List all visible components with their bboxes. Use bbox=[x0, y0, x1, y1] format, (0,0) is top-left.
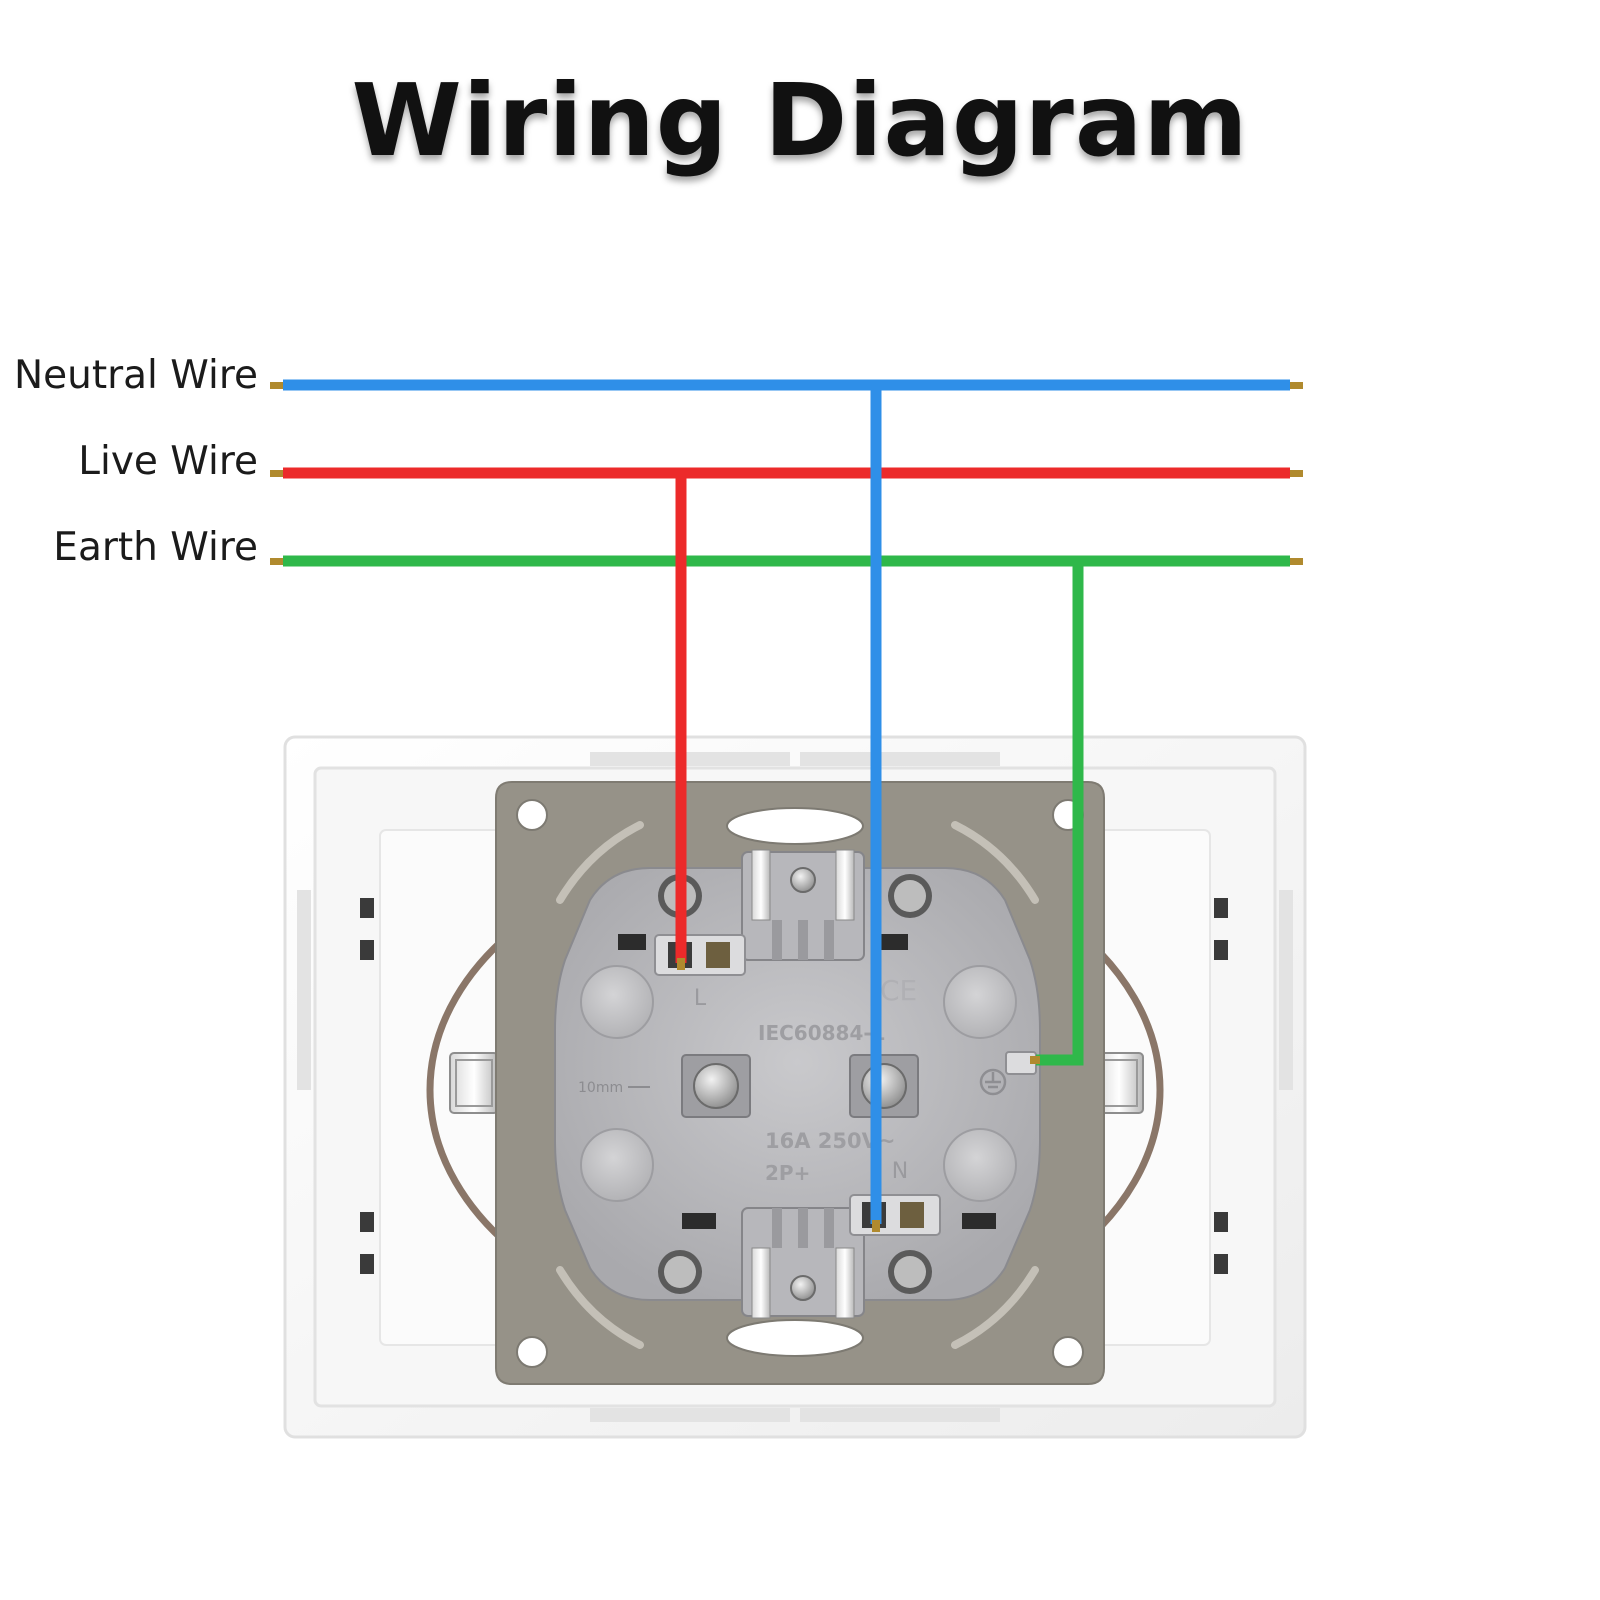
live-terminal-block bbox=[654, 934, 746, 976]
socket-back-assembly: L N IEC60884-1 16A 250V~ 2P+ 10mm CE bbox=[283, 735, 1307, 1439]
center-screw-left bbox=[693, 1063, 739, 1109]
center-screw-right bbox=[861, 1063, 907, 1109]
neutral-wire-label: Neutral Wire bbox=[13, 353, 258, 398]
strip-length-mark: 10mm bbox=[578, 1080, 623, 1096]
page-title: Wiring Diagram bbox=[351, 62, 1249, 179]
top-earth-clamp bbox=[741, 849, 865, 961]
live-wire-label: Live Wire bbox=[78, 439, 258, 484]
neutral-terminal-block bbox=[849, 1194, 941, 1236]
side-claw-left bbox=[449, 1052, 499, 1114]
live-terminal-mark: L bbox=[694, 986, 707, 1011]
neutral-terminal-mark: N bbox=[892, 1159, 908, 1184]
bottom-earth-clamp bbox=[741, 1207, 865, 1319]
earth-wire-label: Earth Wire bbox=[53, 525, 258, 570]
wires bbox=[270, 379, 1303, 1232]
ce-mark: CE bbox=[880, 974, 917, 1007]
standard-mark: IEC60884-1 bbox=[758, 1021, 886, 1045]
earth-symbol-icon bbox=[979, 1068, 1007, 1096]
earth-drop-wire bbox=[1036, 561, 1084, 1066]
type-mark: 2P+ bbox=[765, 1161, 810, 1185]
